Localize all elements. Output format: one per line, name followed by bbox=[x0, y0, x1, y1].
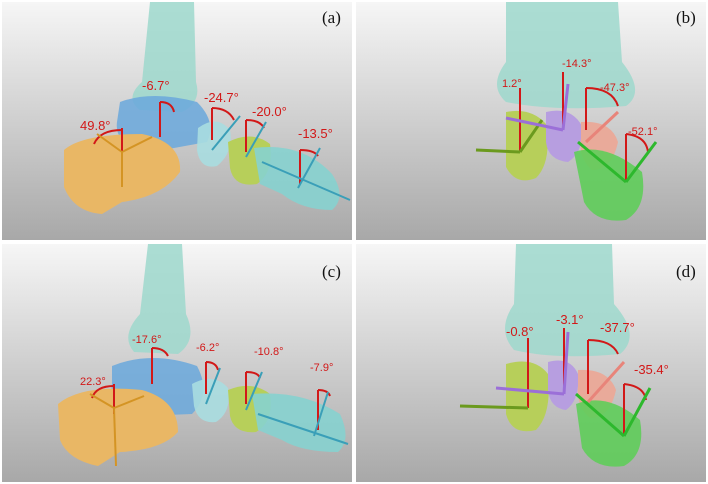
navicular bbox=[192, 378, 229, 423]
angle-label: -14.3° bbox=[562, 58, 592, 70]
panel-c: (c) -17.6° 22.3° -6.2° -10.8° -7.9° bbox=[2, 244, 352, 482]
angle-label: -20.0° bbox=[252, 104, 287, 119]
tibia bbox=[132, 2, 198, 112]
angle-label: 1.2° bbox=[502, 78, 522, 90]
angle-label: -37.7° bbox=[600, 320, 635, 335]
panel-label: (d) bbox=[676, 262, 696, 281]
angle-label: -10.8° bbox=[254, 346, 284, 358]
panel-label: (b) bbox=[676, 8, 696, 27]
angle-label: 49.8° bbox=[80, 118, 111, 133]
angle-label: 22.3° bbox=[80, 376, 106, 388]
angle-label: -24.7° bbox=[204, 90, 239, 105]
foot-lateral-view-c bbox=[2, 244, 352, 482]
bone-axes bbox=[459, 331, 652, 438]
bone-axes bbox=[475, 83, 658, 184]
tibia bbox=[128, 244, 191, 354]
purple-bone bbox=[546, 110, 583, 162]
panel-d: (d) -0.8° -3.1° -37.7° -35.4° bbox=[356, 244, 706, 482]
angle-label: -47.3° bbox=[600, 82, 630, 94]
angle-label: -52.1° bbox=[628, 126, 658, 138]
panel-b: (b) 1.2° -14.3° -47.3° -52.1° bbox=[356, 2, 706, 240]
angle-label: -17.6° bbox=[132, 334, 162, 346]
angle-label: -6.2° bbox=[196, 342, 220, 354]
bone-axes bbox=[211, 115, 351, 201]
foot-posterior-view-b bbox=[356, 2, 706, 240]
calcaneus bbox=[58, 388, 178, 466]
angle-label: -6.7° bbox=[142, 78, 170, 93]
navicular bbox=[197, 121, 231, 167]
angle-label: -35.4° bbox=[634, 362, 669, 377]
foot-lateral-view-a bbox=[2, 2, 352, 240]
metatarsal bbox=[254, 147, 340, 210]
tibia bbox=[505, 244, 630, 357]
tibia bbox=[497, 2, 636, 109]
panel-a: (a) -6.7° 49.8° -24.7° -20.0° -13.5° bbox=[2, 2, 352, 240]
angle-label: -3.1° bbox=[556, 312, 584, 327]
angle-label: -0.8° bbox=[506, 324, 534, 339]
calcaneus-axes bbox=[89, 393, 145, 467]
bone-axes bbox=[205, 367, 349, 445]
panel-label: (c) bbox=[322, 262, 341, 281]
calcaneus-axes bbox=[96, 133, 153, 187]
reference-axes bbox=[93, 101, 319, 184]
foot-posterior-view-d bbox=[356, 244, 706, 482]
panel-label: (a) bbox=[322, 8, 341, 27]
angle-label: -13.5° bbox=[298, 126, 333, 141]
angle-label: -7.9° bbox=[310, 362, 334, 374]
